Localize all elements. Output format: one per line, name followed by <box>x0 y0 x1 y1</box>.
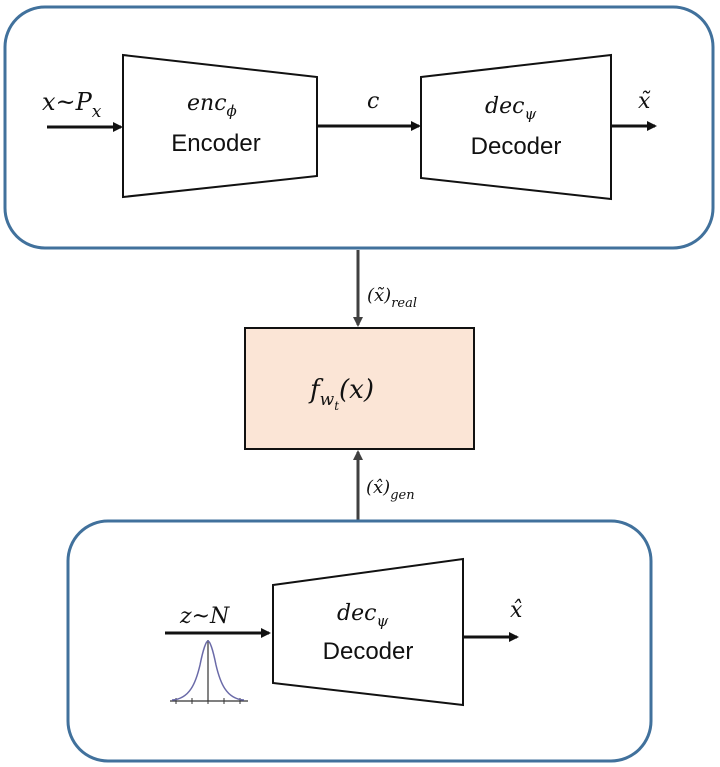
top-decoder-label: Decoder <box>471 133 562 160</box>
top-decoder-block <box>420 53 612 201</box>
latent-label: c <box>367 89 379 114</box>
bottom-decoder-label: Decoder <box>323 638 414 665</box>
top-decoder-math-label: decψ <box>485 94 536 123</box>
critic-label: fwt(x) <box>308 375 374 413</box>
gen-arrow-label: (x̂)gen <box>366 477 415 503</box>
gaussian-icon <box>170 640 248 704</box>
bottom-decoder-math-label: decψ <box>337 601 388 630</box>
top-input-label: x~Px <box>42 88 102 122</box>
top-output-label: x̃ <box>638 89 651 114</box>
critic-block <box>244 327 475 450</box>
encoder-label: Encoder <box>171 130 260 157</box>
bottom-decoder-block <box>272 557 464 707</box>
bottom-output-label: x̂ <box>510 598 523 623</box>
real-arrow-label: (x̃)real <box>367 285 417 311</box>
encoder-math-label: encϕ <box>187 91 237 120</box>
bottom-input-label: z~N <box>179 604 230 629</box>
encoder-block <box>122 53 318 199</box>
